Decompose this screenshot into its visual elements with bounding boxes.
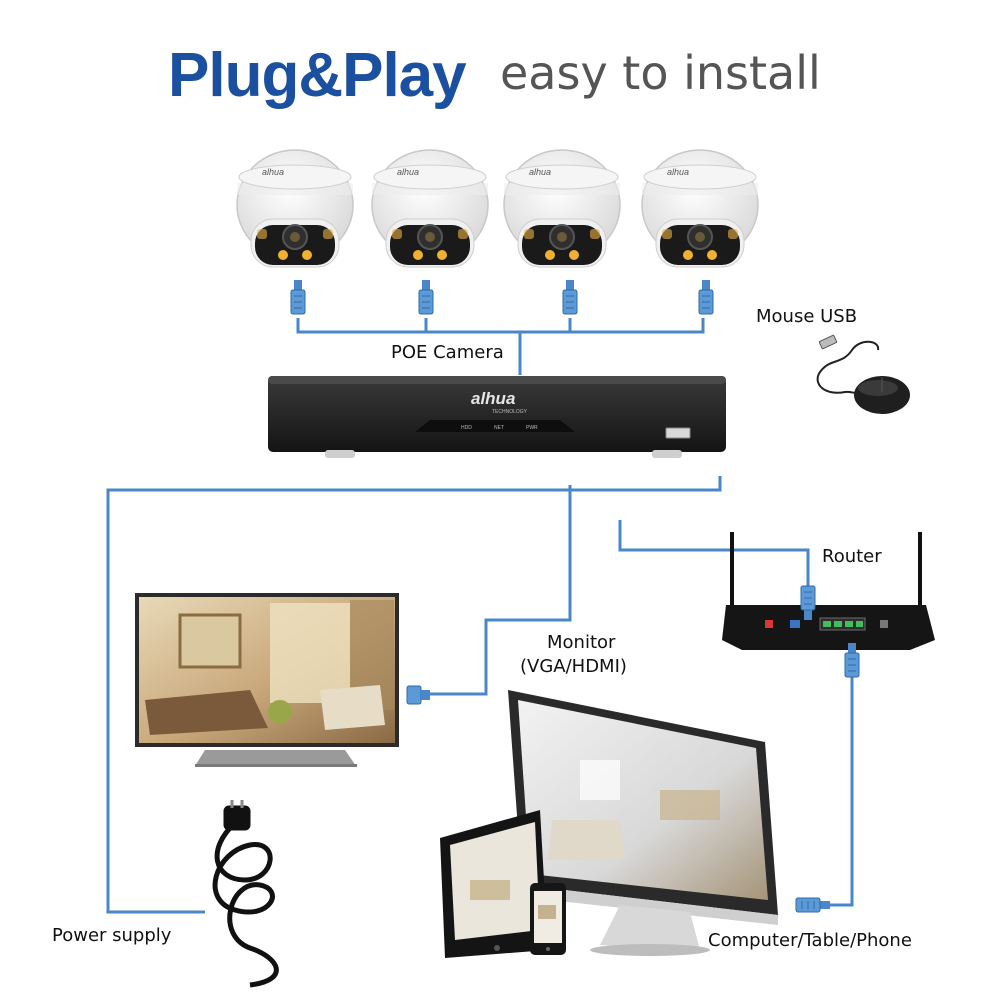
camera-3-brand: alhua: [529, 167, 551, 177]
camera-2-connector-icon: [419, 280, 433, 314]
camera-4: [642, 150, 758, 267]
mouse-usb-icon: [818, 335, 910, 414]
nvr-led-hdd: HDD: [461, 425, 472, 431]
label-clients: Computer/Table/Phone: [708, 930, 912, 951]
camera-3: [504, 150, 620, 267]
camera-2-brand: alhua: [397, 167, 419, 177]
label-poe-camera: POE Camera: [391, 342, 504, 363]
label-power-supply: Power supply: [52, 925, 171, 946]
camera-4-brand: alhua: [667, 167, 689, 177]
label-router: Router: [822, 546, 882, 567]
nvr-brand: alhua: [471, 389, 515, 408]
label-monitor-type: (VGA/HDMI): [520, 656, 627, 677]
label-monitor: Monitor: [547, 632, 615, 653]
nvr-led-pwr: PWR: [526, 425, 538, 431]
client-cable-line: [820, 670, 852, 905]
camera-1: [237, 150, 353, 267]
tv-monitor: [135, 593, 399, 767]
router-cable-line: [620, 520, 808, 592]
camera-1-connector-icon: [291, 280, 305, 314]
camera-2: [372, 150, 488, 267]
nvr-led-net: NET: [494, 425, 504, 431]
monitor-connector-icon: [407, 686, 430, 704]
client-connector-icon: [796, 898, 830, 912]
nvr-tagline: TECHNOLOGY: [492, 409, 528, 415]
camera-1-brand: alhua: [262, 167, 284, 177]
phone-icon: [530, 883, 566, 955]
power-cable-icon: [215, 800, 276, 985]
label-mouse-usb: Mouse USB: [756, 306, 857, 327]
camera-3-connector-icon: [563, 280, 577, 314]
camera-4-connector-icon: [699, 280, 713, 314]
